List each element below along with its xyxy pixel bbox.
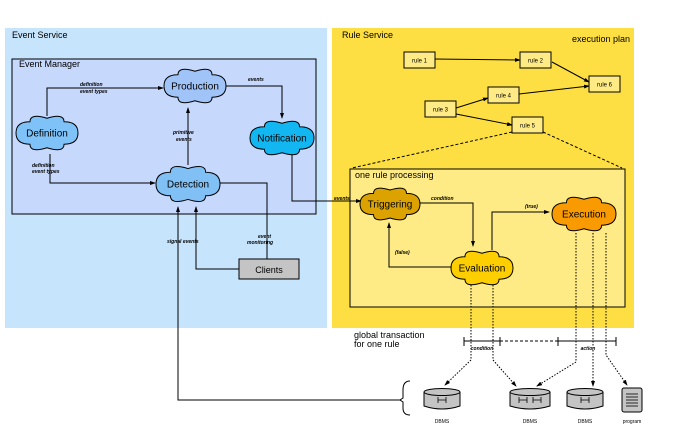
detection-node-label: Detection	[167, 180, 209, 191]
edge-definition-production	[46, 86, 164, 116]
edge-rule2-rule6	[551, 61, 590, 83]
production-node: Production	[163, 68, 227, 104]
notification-node-label: Notification	[257, 134, 306, 145]
rule-box-3: rule 3	[424, 100, 457, 118]
rule-box-2: rule 2	[519, 51, 552, 69]
dbms-resource: DBMS	[566, 388, 604, 425]
event-monitoring-label-1: event	[258, 234, 271, 240]
definition-node-shape	[15, 115, 79, 151]
rule-box-5: rule 5	[511, 116, 544, 134]
edge-clients-detection	[194, 206, 239, 270]
edge-label-true: (true)	[525, 204, 538, 210]
edge-label-def-prod-1: definition	[80, 82, 103, 88]
edge-rule1-rule2	[433, 57, 521, 62]
edge-rule3-rule4	[455, 97, 489, 109]
edge-production-notification	[225, 85, 284, 119]
program-label: program	[623, 419, 642, 425]
condition-span-label: condition	[471, 346, 494, 352]
dbms-label: DBMS	[523, 419, 538, 425]
evaluation-node: Evaluation	[450, 250, 514, 286]
rule-box-6: rule 6	[588, 75, 621, 93]
program-resource: program	[621, 387, 643, 425]
edge-label-def-det-2: event types	[32, 169, 60, 175]
event-service-title: Event Service	[12, 30, 68, 40]
triggering-node-shape	[359, 187, 421, 221]
dbms-label: DBMS	[578, 419, 593, 425]
clients-label: Clients	[255, 265, 283, 275]
resource-bracket	[399, 380, 411, 416]
edge-detection-monitoring	[220, 182, 268, 259]
production-node-shape	[163, 68, 227, 104]
edge-triggering-evaluation	[419, 202, 475, 247]
transaction-label-2: for one rule	[354, 339, 400, 349]
evaluation-node-shape	[450, 250, 514, 286]
edge-label-events-in: events	[334, 196, 350, 202]
edge-label-def-prod-2: event types	[80, 89, 108, 95]
dbms-resource: DBMS	[423, 388, 461, 425]
action-span-label: action	[581, 346, 596, 352]
execution-plan-label: execution plan	[572, 34, 630, 44]
event-manager-title: Event Manager	[19, 59, 80, 69]
notification-node-shape	[249, 120, 315, 156]
production-node-label: Production	[171, 82, 219, 93]
evaluation-node-label: Evaluation	[459, 264, 506, 275]
detection-node-shape	[155, 165, 221, 203]
execution-node-label: Execution	[562, 210, 606, 221]
access-exec-dbms2	[536, 233, 577, 387]
edge-evaluation-triggering	[387, 222, 452, 268]
edge-definition-detection	[49, 154, 156, 185]
detection-node: Detection	[155, 165, 221, 203]
edge-label-prod-notif: events	[248, 77, 264, 83]
database-icon	[566, 392, 604, 410]
rule-box-4: rule 4	[487, 86, 520, 104]
edge-label-condition: condition	[431, 196, 454, 202]
edge-label-det-prod-1: primitive	[172, 130, 194, 136]
execution-node: Execution	[551, 196, 617, 232]
rule-label: rule 6	[597, 83, 613, 89]
rule-label: rule 4	[496, 94, 512, 100]
dbms-label: DBMS	[435, 419, 450, 425]
notification-node: Notification	[249, 120, 315, 156]
dbms-resource: DBMS	[509, 388, 551, 425]
database-icon	[509, 392, 551, 410]
transaction-label-1: global transaction	[354, 330, 425, 340]
edge-label-def-det-1: definition	[32, 163, 55, 169]
edge-label-false: (false)	[395, 250, 410, 256]
triggering-node-label: Triggering	[368, 200, 413, 211]
rule-label: rule 1	[412, 59, 428, 65]
access-eval-dbms1	[444, 285, 472, 386]
rule-service-title: Rule Service	[342, 30, 393, 40]
edge-evaluation-execution	[491, 210, 550, 250]
edge-label-det-prod-2: events	[176, 137, 192, 143]
one-rule-processing-title: one rule processing	[355, 170, 434, 180]
rule-label: rule 3	[433, 108, 449, 114]
edge-notification-triggering	[291, 152, 362, 203]
edge-rule4-rule6	[518, 84, 590, 95]
signal-events-label: signal events	[167, 239, 199, 245]
event-monitoring-label-2: monitoring	[247, 240, 273, 246]
database-icon	[423, 392, 461, 410]
rule-label: rule 5	[520, 124, 536, 130]
rule5-expansion-right	[542, 131, 623, 169]
triggering-node: Triggering	[359, 187, 421, 221]
rule5-expansion-left	[351, 131, 513, 169]
edge-signal-events	[176, 206, 401, 401]
definition-node: Definition	[15, 115, 79, 151]
execution-node-shape	[551, 196, 617, 232]
rule-box-1: rule 1	[403, 51, 436, 69]
edge-rule3-rule5	[455, 113, 513, 126]
definition-node-label: Definition	[26, 129, 68, 140]
rule-label: rule 2	[528, 59, 544, 65]
access-eval-dbms2	[492, 285, 517, 387]
